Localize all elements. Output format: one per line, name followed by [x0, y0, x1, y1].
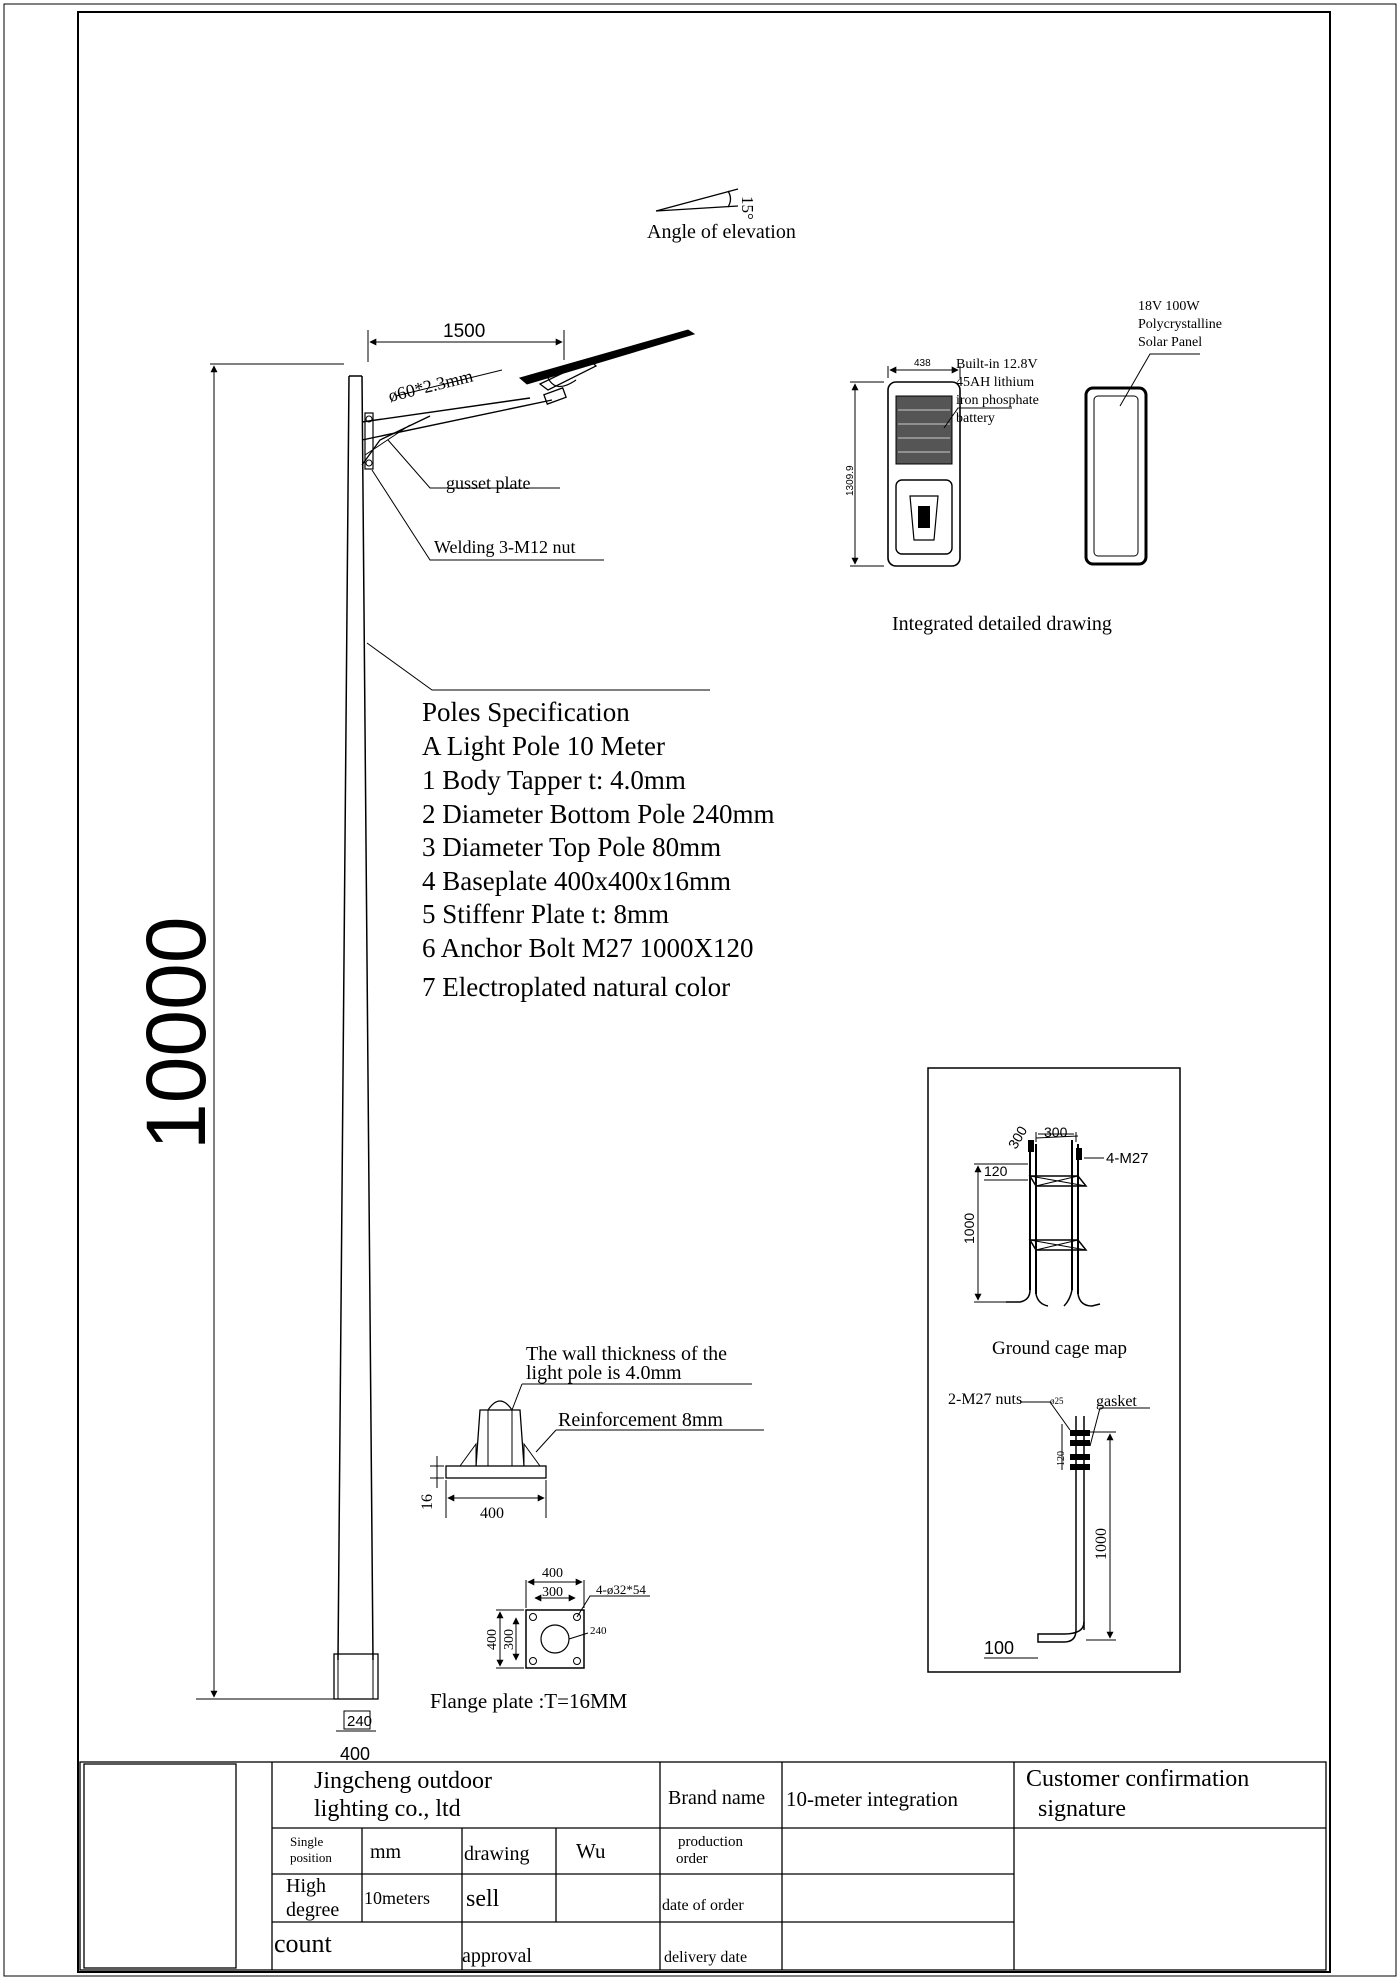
cage-dim-b: 300	[1005, 1123, 1031, 1151]
spec-line: 3 Diameter Top Pole 80mm	[422, 832, 721, 862]
spec-line: 7 Electroplated natural color	[422, 972, 730, 1002]
date-of-order-label: date of order	[662, 1897, 744, 1914]
spec-line: 5 Stiffenr Plate t: 8mm	[422, 899, 669, 929]
sell-label: sell	[466, 1886, 500, 1912]
brand-name-value: 10-meter integration	[786, 1787, 959, 1811]
spec-line: 1 Body Tapper t: 4.0mm	[422, 765, 686, 795]
brand-name-label: Brand name	[668, 1787, 765, 1809]
panel-note-2: Polycrystalline	[1138, 317, 1222, 332]
title-block: Jingcheng outdoor lighting co., ltd Bran…	[79, 1761, 1327, 1971]
spec-line: 2 Diameter Bottom Pole 240mm	[422, 799, 774, 829]
pole-elevation: 10000 1500 ø60*2.3mm gusset plate Weldin…	[129, 321, 710, 1764]
height-value: 10meters	[364, 1888, 430, 1908]
flange-plate: 400 300 400 300 4-ø32*54 240 Flange plat…	[430, 1566, 650, 1713]
angle-caption: Angle of elevation	[647, 221, 796, 243]
cage-dim-1000: 1000	[961, 1213, 977, 1244]
bolt-1000-dim: 1000	[1093, 1528, 1110, 1560]
single-position-2: position	[290, 1850, 332, 1865]
gusset-plate-label: gusset plate	[446, 473, 530, 493]
pole-specification: Poles Specification A Light Pole 10 Mete…	[422, 697, 774, 1002]
battery-note-3: iron phosphate	[956, 393, 1039, 408]
welding-nut-label: Welding 3-M12 nut	[434, 537, 576, 557]
spec-line: A Light Pole 10 Meter	[422, 731, 665, 761]
flange-caption: Flange plate :T=16MM	[430, 1689, 628, 1713]
bolt-hook-dim: 100	[984, 1638, 1014, 1658]
integrated-width-dim: 438	[914, 358, 931, 369]
panel-note-1: 18V 100W	[1138, 299, 1200, 314]
baseplate-thickness-dim: 16	[419, 1494, 436, 1510]
battery-note-1: Built-in 12.8V	[956, 357, 1038, 372]
logo-box	[83, 1763, 237, 1969]
panel-note-3: Solar Panel	[1138, 335, 1202, 350]
flange-inner-side: 300	[502, 1629, 517, 1650]
battery-note-4: battery	[956, 411, 995, 426]
integrated-height-dim: 1309.9	[845, 465, 856, 496]
flange-center-note: 240	[590, 1625, 607, 1637]
battery-note-2: 45AH lithium	[956, 375, 1034, 390]
baseplate-section: The wall thickness of the light pole is …	[419, 1343, 764, 1522]
cage-bolts-label: 4-M27	[1106, 1150, 1149, 1167]
flange-inner-top: 300	[542, 1585, 563, 1600]
spec-line: 4 Baseplate 400x400x16mm	[422, 866, 731, 896]
pole-height-dim: 10000	[129, 916, 223, 1150]
count-label: count	[274, 1929, 333, 1958]
drawing-value: Wu	[576, 1839, 606, 1863]
drawing-frame	[77, 11, 1331, 1973]
drawing-label: drawing	[464, 1843, 530, 1865]
high-degree-2: degree	[286, 1899, 339, 1921]
angle-indicator: 15° Angle of elevation	[647, 188, 796, 243]
integrated-drawing: 438 1309.9 Built-in 12.8V 45AH lithium i…	[845, 299, 1222, 635]
baseplate-width-dim: 400	[480, 1505, 504, 1522]
customer-confirmation-2: signature	[1038, 1796, 1126, 1822]
spec-title: Poles Specification	[422, 697, 630, 727]
production-order-1: production	[678, 1834, 743, 1850]
cage-dim-a: 300	[1044, 1124, 1068, 1140]
flange-outer-side: 400	[485, 1629, 500, 1650]
company-name-1: Jingcheng outdoor	[314, 1768, 492, 1794]
single-position-1: Single	[290, 1834, 323, 1849]
angle-value: 15°	[738, 196, 757, 220]
high-degree-1: High	[286, 1875, 326, 1897]
unit-value: mm	[370, 1841, 402, 1863]
cage-gasket-label: gasket	[1096, 1393, 1137, 1410]
cage-dim-120: 120	[984, 1163, 1008, 1179]
cage-dia-label: ø25	[1050, 1396, 1064, 1406]
outer-border	[3, 3, 1397, 1977]
ground-cage-panel: 300 300 4-M27 120 1000 Ground cage map 2…	[927, 1067, 1181, 1673]
flange-holes-note: 4-ø32*54	[596, 1582, 646, 1597]
reinforcement-label: Reinforcement 8mm	[558, 1409, 723, 1431]
arm-pipe-note: ø60*2.3mm	[386, 366, 475, 406]
delivery-date-label: delivery date	[664, 1949, 747, 1966]
flange-outer-top: 400	[542, 1566, 563, 1581]
arm-length-dim: 1500	[443, 321, 485, 342]
production-order-2: order	[676, 1851, 708, 1867]
wall-note-2: light pole is 4.0mm	[526, 1362, 682, 1384]
company-name-2: lighting co., ltd	[314, 1796, 461, 1822]
integrated-caption: Integrated detailed drawing	[892, 613, 1112, 635]
customer-confirmation-1: Customer confirmation	[1026, 1766, 1249, 1792]
base-inner-dim: 240	[347, 1713, 372, 1730]
base-outer-dim: 400	[340, 1744, 370, 1764]
cage-caption: Ground cage map	[992, 1338, 1127, 1359]
cage-nuts-label: 2-M27 nuts	[948, 1391, 1022, 1408]
approval-label: approval	[462, 1945, 532, 1967]
spec-line: 6 Anchor Bolt M27 1000X120	[422, 933, 754, 963]
wall-note-1: The wall thickness of the	[526, 1343, 727, 1365]
